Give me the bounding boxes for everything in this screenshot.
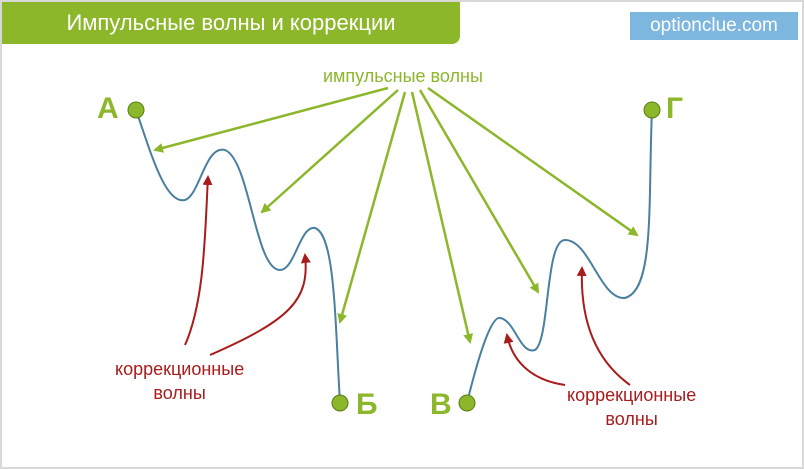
impulse-arrow xyxy=(260,89,399,214)
correction-arrows xyxy=(184,175,631,386)
impulse-label: импульсные волны xyxy=(323,66,483,86)
wave-v-g xyxy=(466,109,653,404)
point-b-label: Б xyxy=(356,388,378,421)
point-v-label: В xyxy=(430,388,452,421)
correction-label-right: коррекционные волны xyxy=(567,385,697,429)
wave-a-b xyxy=(135,109,341,404)
impulse-arrow xyxy=(427,86,639,237)
point-b-marker xyxy=(331,394,349,412)
title-bar: Импульсные волны и коррекции xyxy=(2,2,460,44)
point-g-label: Г xyxy=(666,92,684,125)
point-g-marker xyxy=(643,101,661,119)
correction-arrow xyxy=(184,175,213,346)
impulse-arrow xyxy=(418,89,540,294)
impulse-arrows xyxy=(153,86,639,344)
point-a-marker xyxy=(127,101,145,119)
correction-arrow xyxy=(576,266,631,386)
correction-label-left: коррекционные волны xyxy=(115,359,245,403)
impulse-arrow xyxy=(410,91,474,344)
page-title: Импульсные волны и коррекции xyxy=(66,10,396,35)
correction-arrow xyxy=(209,253,311,356)
impulse-arrow xyxy=(337,91,407,324)
impulse-arrow xyxy=(153,86,389,153)
point-v-marker xyxy=(458,394,476,412)
point-a-label: А xyxy=(97,92,119,125)
brand-badge: optionclue.com xyxy=(630,12,798,40)
correction-arrow xyxy=(503,333,566,386)
